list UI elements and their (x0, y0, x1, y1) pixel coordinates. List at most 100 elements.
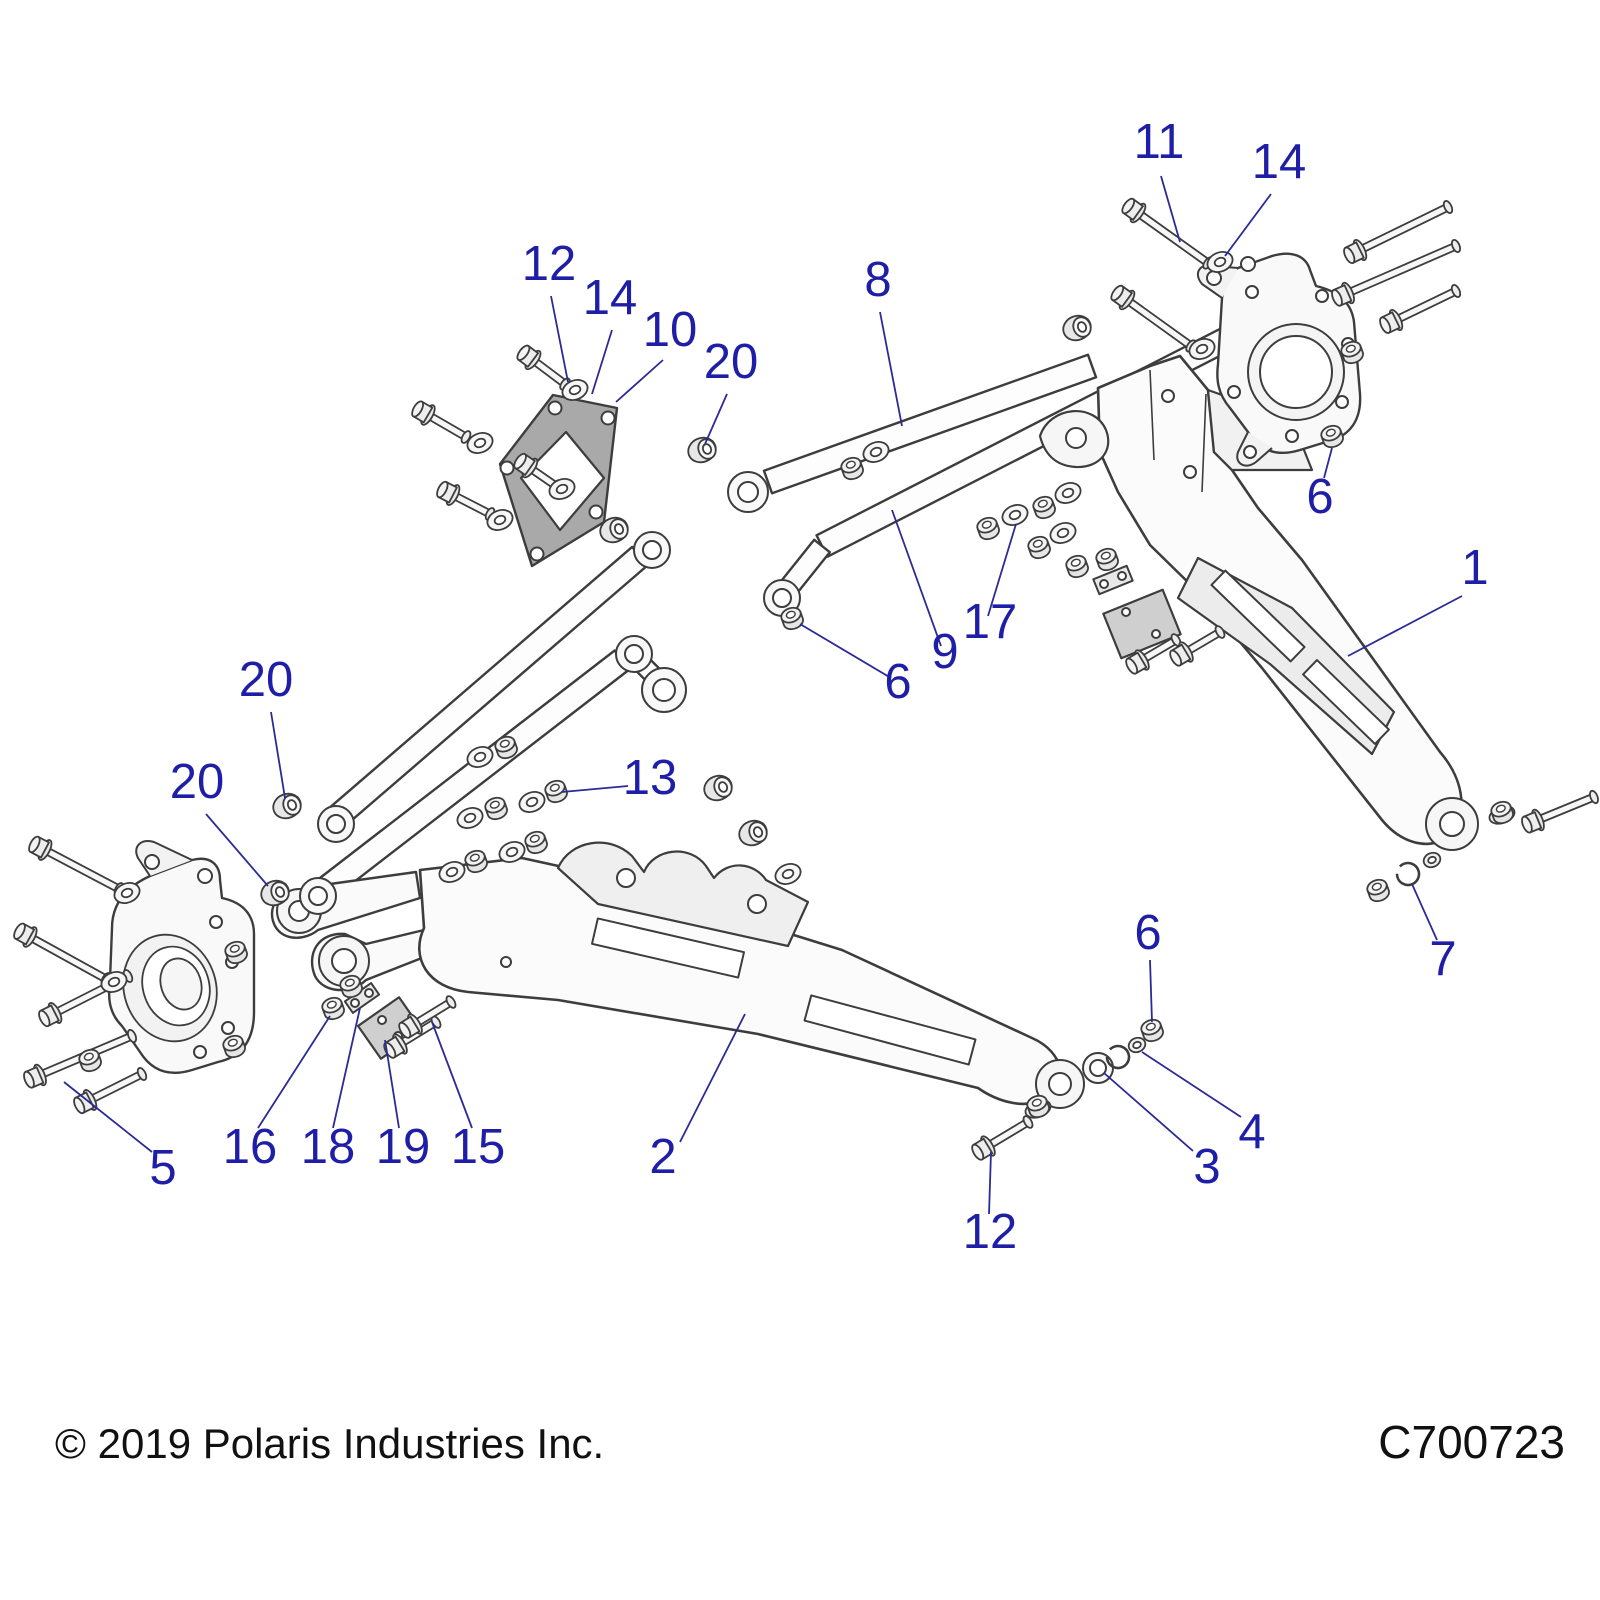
bolt-tip (1214, 625, 1226, 639)
nut-hole (1100, 551, 1111, 560)
nut-hole (529, 834, 540, 843)
arm-slot (590, 917, 746, 979)
leader-line (1411, 883, 1438, 941)
bolt-shaft (1124, 296, 1194, 350)
gusset-hole (747, 894, 767, 914)
callout-label-5: 5 (149, 1141, 176, 1195)
callout-label-8: 8 (864, 253, 891, 307)
rod-eyelet-bore (308, 886, 328, 906)
bolt-tip (1442, 200, 1454, 214)
bolt-head-cap (516, 344, 531, 361)
plate-hole (600, 410, 616, 426)
washer-hole (1195, 343, 1209, 355)
callout-label-16: 16 (223, 1120, 278, 1174)
bolt-head-cap (38, 1009, 51, 1028)
bolt-head-cap (971, 1143, 985, 1161)
bolt-shaft (27, 933, 109, 983)
callout-label-14: 14 (1252, 135, 1307, 189)
washer-hole (107, 976, 121, 988)
nut-hole (1345, 344, 1356, 353)
flap-hole (1121, 607, 1131, 617)
callout-label-9: 9 (931, 625, 958, 679)
washer-hole (525, 796, 539, 808)
plate-hole (547, 400, 563, 416)
bolt-head-cap (28, 835, 41, 854)
callout-label-14: 14 (583, 271, 638, 325)
washer-hole (781, 868, 795, 880)
nut-hole (83, 1052, 94, 1061)
callout-label-7: 7 (1429, 932, 1456, 986)
washer-hole (555, 483, 569, 495)
bolt-shaft (42, 846, 122, 893)
arm-hole (1161, 389, 1175, 403)
callout-label-3: 3 (1193, 1140, 1220, 1194)
arm-rear-eyelet-bore (1048, 1072, 1072, 1096)
washer-hole (568, 384, 582, 396)
hub-bore (159, 957, 203, 1011)
leader-line (879, 311, 903, 427)
bolt-head-cap (411, 400, 425, 418)
rod-eyelet-bore (772, 588, 792, 608)
hub-bore (1259, 335, 1333, 409)
bolt-tip (445, 995, 457, 1009)
hub-hole (1245, 285, 1259, 299)
bolt-head-cap (436, 480, 449, 499)
leader-line (561, 785, 629, 793)
callout-label-20: 20 (239, 653, 294, 707)
bushing-bore (274, 886, 286, 898)
callout-label-18: 18 (301, 1120, 356, 1174)
leader-line (1323, 447, 1333, 479)
arm-hole (1183, 465, 1197, 479)
callout-label-13: 13 (623, 751, 678, 805)
callout-label-6: 6 (1134, 906, 1161, 960)
leader-line (679, 1013, 746, 1143)
leader-line (431, 1021, 473, 1129)
washer-hole (493, 514, 507, 526)
leader-line (332, 1007, 361, 1129)
bolt-tip (1022, 1115, 1034, 1129)
hook-bore (1065, 427, 1087, 449)
bracket-hole (1117, 571, 1127, 581)
arm-rear-eyelet-bore (1439, 811, 1465, 837)
leader-line (1224, 193, 1272, 257)
washer-hole (1213, 256, 1227, 268)
arm-slot (803, 994, 977, 1066)
washer-hole (869, 446, 883, 458)
leader-line (550, 295, 569, 383)
lug-hole (144, 854, 160, 870)
hub-hole (193, 1045, 207, 1059)
bushing-bore (613, 523, 625, 535)
bushing-bore (717, 781, 729, 793)
bracket-hole (364, 988, 374, 998)
leader-line (704, 393, 728, 445)
arm-detail-line (1201, 393, 1207, 493)
nut-hole (227, 1038, 238, 1047)
callout-label-12: 12 (522, 237, 577, 291)
leader-line (615, 359, 664, 403)
callout-label-11: 11 (1134, 115, 1185, 169)
fork-eyelet-bore (331, 948, 357, 974)
bolt-head-cap (1379, 316, 1392, 334)
nut-hole (1495, 804, 1506, 813)
rod-eyelet-bore (1089, 1059, 1107, 1077)
rod-eyelet-bore (652, 678, 676, 702)
nut-hole (499, 739, 510, 748)
nut-hole (489, 800, 500, 809)
nut-hole (229, 944, 240, 953)
bolt-shaft (1393, 286, 1459, 325)
rod-eyelet-bore (624, 644, 644, 664)
flap-hole (377, 1015, 387, 1025)
leader-line (270, 711, 286, 799)
bracket-hole (350, 998, 360, 1008)
callout-label-15: 15 (451, 1120, 506, 1174)
lug-hole (197, 868, 213, 884)
arm-slot (1302, 659, 1390, 745)
nut-hole (549, 783, 560, 792)
leader-line (205, 813, 269, 887)
snap-ring (1395, 861, 1421, 887)
leader-line (988, 1151, 992, 1215)
nut-hole (326, 1000, 337, 1009)
callout-label-2: 2 (649, 1130, 676, 1184)
washer-hole (1008, 509, 1022, 521)
